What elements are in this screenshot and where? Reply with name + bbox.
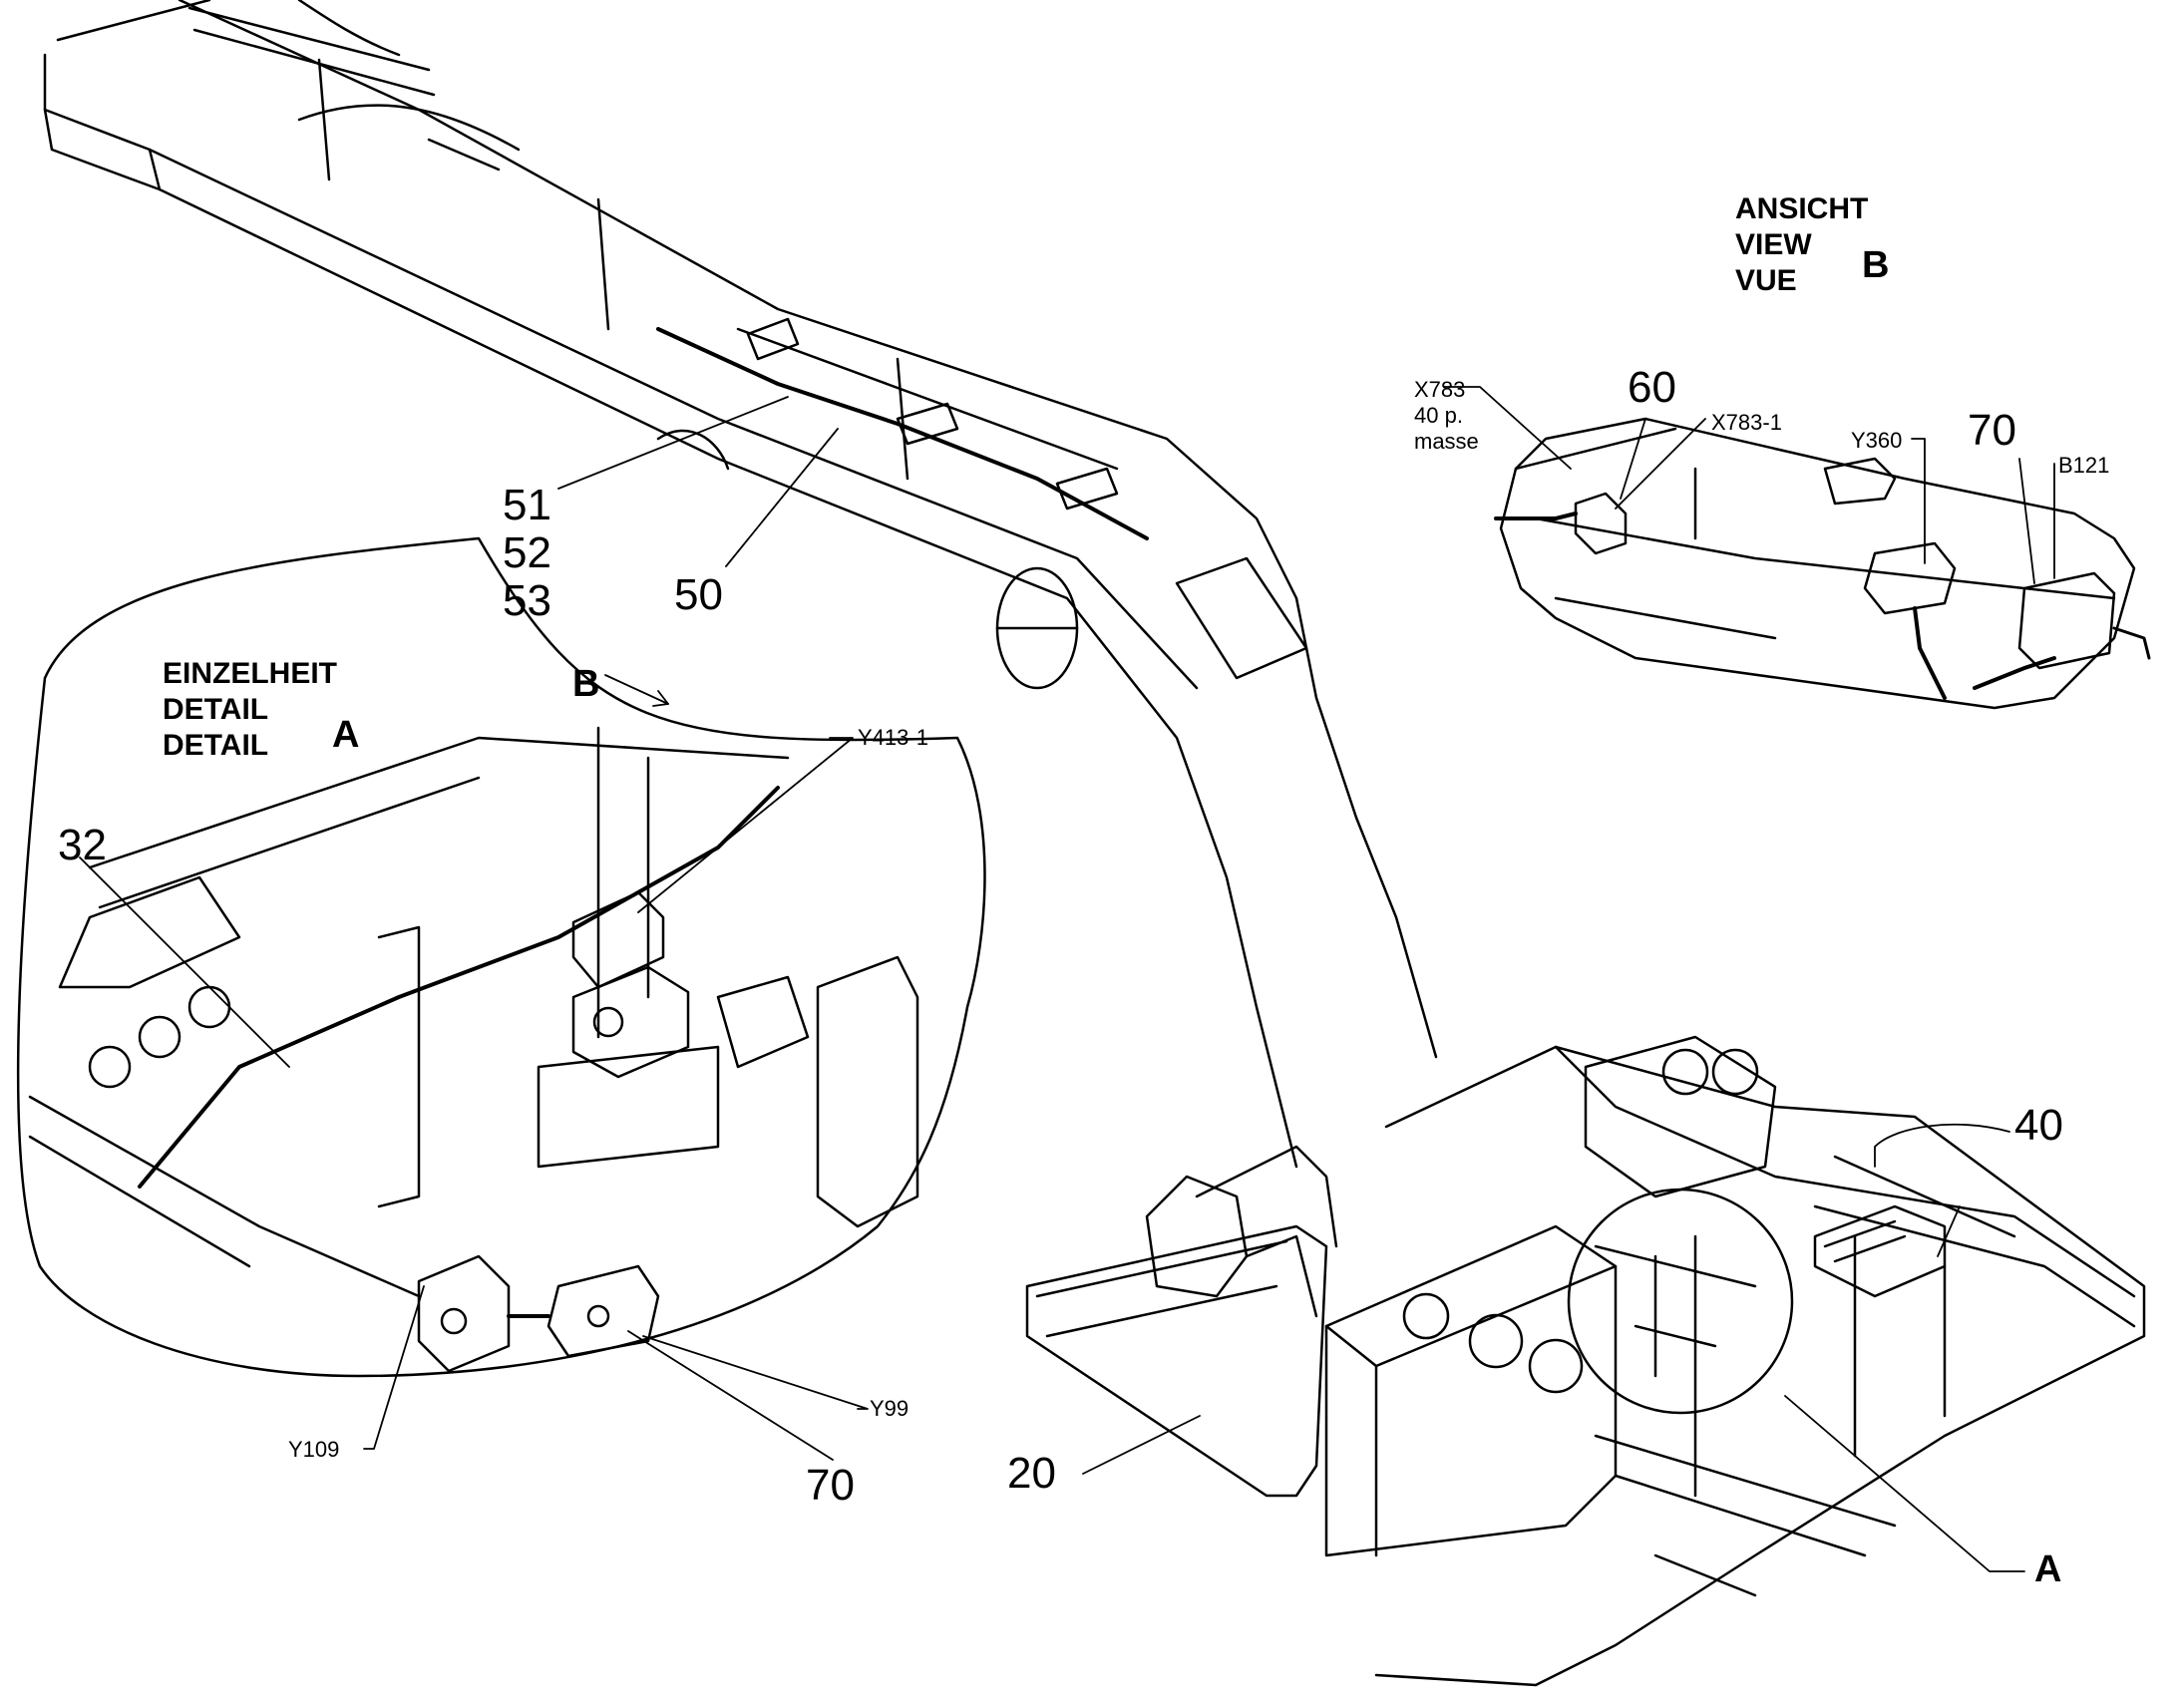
- detail-a-header-line-1: EINZELHEIT: [163, 657, 338, 690]
- leader-lines: [79, 386, 2055, 1572]
- callout-20: 20: [1007, 1449, 1056, 1498]
- y413-1-label: Y413-1: [858, 725, 928, 750]
- boom-drawing: [43, 0, 1438, 1169]
- callout-60: 60: [1628, 363, 1676, 412]
- view-b-arrow-letter: B: [572, 663, 600, 705]
- view-b-header-line-3: VUE: [1735, 264, 1797, 297]
- y109-label: Y109: [288, 1437, 340, 1462]
- y99-label: Y99: [870, 1396, 909, 1421]
- detail-a-header-line-3: DETAIL: [163, 729, 269, 762]
- view-b-drawing: [1494, 417, 2151, 710]
- view-b-header: ANSICHT VIEW VUE: [1735, 191, 1868, 299]
- callout-51: 51: [503, 481, 551, 529]
- x783-label: X783: [1414, 377, 1466, 402]
- callout-52: 52: [503, 528, 551, 577]
- x783-1-label: X783-1: [1711, 410, 1782, 435]
- x783-sub-1: 40 p.: [1414, 403, 1463, 428]
- callout-50: 50: [674, 570, 723, 619]
- x783-callout: X783 40 p. masse: [1414, 377, 1479, 455]
- callout-53: 53: [503, 576, 551, 625]
- detail-a-drawing: [16, 536, 986, 1378]
- b121-label: B121: [2058, 453, 2110, 478]
- callout-70-detail-a: 70: [806, 1461, 855, 1510]
- carbody-drawing: [1025, 1035, 2146, 1687]
- callout-32: 32: [58, 821, 107, 869]
- callout-70-view-b: 70: [1968, 406, 2016, 455]
- detail-a-header-line-2: DETAIL: [163, 693, 269, 726]
- detail-a-reference-letter: A: [2034, 1548, 2062, 1590]
- view-b-header-line-1: ANSICHT: [1735, 192, 1869, 225]
- detail-a-letter: A: [332, 714, 360, 756]
- y360-label: Y360: [1851, 428, 1903, 453]
- view-b-header-line-2: VIEW: [1735, 228, 1812, 261]
- view-b-letter: B: [1862, 244, 1890, 286]
- callout-40: 40: [2014, 1101, 2063, 1150]
- detail-a-header: EINZELHEIT DETAIL DETAIL: [163, 656, 337, 764]
- x783-sub-2: masse: [1414, 429, 1479, 454]
